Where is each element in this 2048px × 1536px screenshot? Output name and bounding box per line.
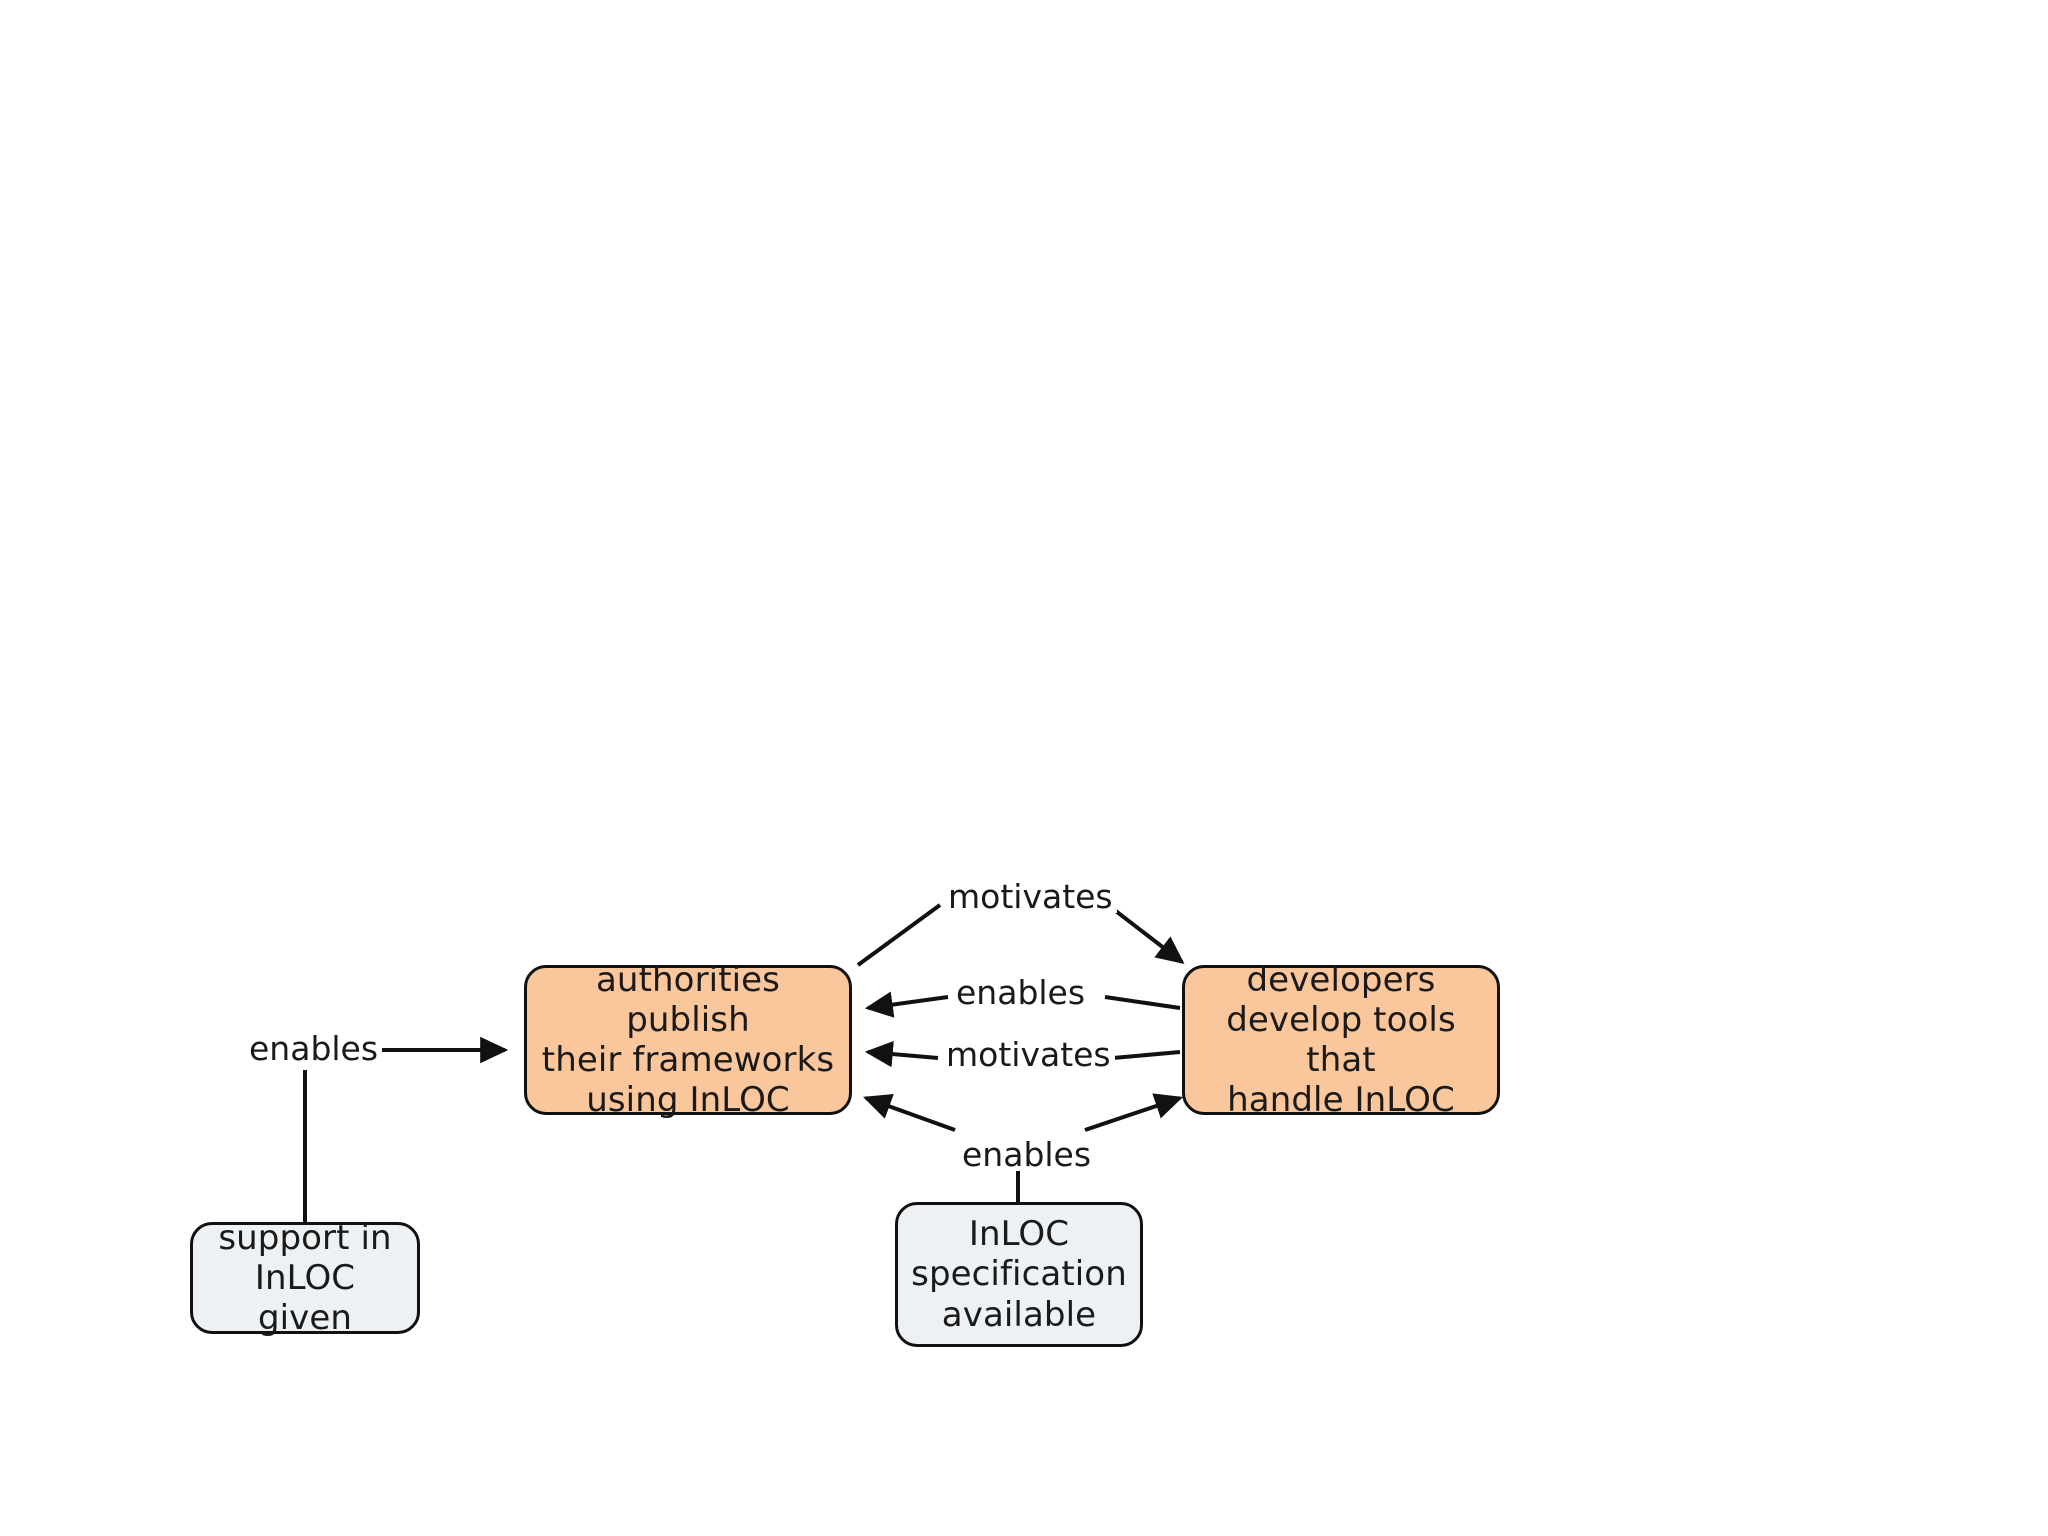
node-line: InLOC [968, 1214, 1070, 1255]
edge-support-to-authorities [303, 1036, 509, 1222]
node-line: handle InLOC [1227, 1080, 1455, 1121]
node-authorities-publish[interactable]: authorities publish their frameworks usi… [524, 960, 852, 1120]
edge-authorities-to-developers-motivates [856, 903, 1185, 967]
node-inloc-specification-available-text: InLOC specification available [911, 1214, 1127, 1334]
node-line: their frameworks [541, 1040, 835, 1080]
node-line: develop tools that [1226, 999, 1456, 1080]
node-line: specification [911, 1254, 1127, 1295]
edge-label-bottom-enables: enables [958, 1138, 1096, 1171]
node-line: developers [1246, 959, 1436, 1000]
edge-developers-to-authorities-enables [864, 991, 1181, 1018]
edge-label-middle-motivates: motivates [942, 1038, 1115, 1071]
node-line: authorities publish [596, 959, 780, 1040]
node-support-in-inloc-given-text: support in InLOC given [203, 1218, 407, 1338]
edge-label-support-enables: enables [245, 1032, 383, 1065]
node-line: using InLOC [586, 1080, 790, 1121]
edge-label-middle-enables: enables [952, 976, 1090, 1009]
node-developers-develop-tools[interactable]: developers develop tools that handle InL… [1182, 960, 1500, 1120]
node-inloc-specification-available[interactable]: InLOC specification available [895, 1202, 1143, 1347]
node-support-in-inloc-given[interactable]: support in InLOC given [190, 1218, 420, 1338]
node-developers-develop-tools-text: developers develop tools that handle InL… [1195, 960, 1487, 1120]
node-line: support in [218, 1217, 392, 1258]
node-line: InLOC given [254, 1257, 356, 1339]
node-authorities-publish-text: authorities publish their frameworks usi… [537, 960, 839, 1120]
node-line: available [941, 1294, 1097, 1335]
edge-developers-to-authorities-motivates [864, 1040, 1181, 1068]
edge-label-top-motivates: motivates [944, 880, 1117, 913]
